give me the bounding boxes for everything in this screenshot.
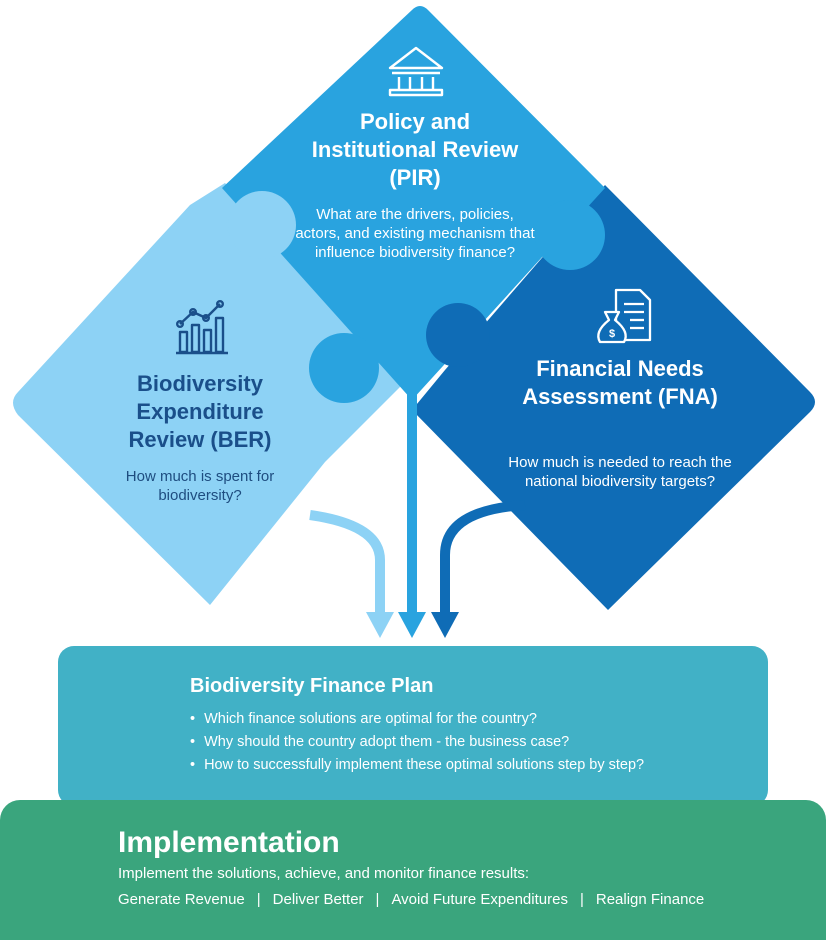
pir-puzzle-tab-right <box>535 200 605 270</box>
fna-arrow-line <box>440 500 526 615</box>
finance-plan-bullet: Which finance solutions are optimal for … <box>190 708 644 731</box>
ber-arrow-line <box>309 510 385 615</box>
action-separator: | <box>375 891 380 908</box>
fna-question: How much is needed to reach the national… <box>508 454 732 490</box>
finance-plan-bullet: Why should the country adopt them - the … <box>190 731 644 754</box>
pir-puzzle-tab-left <box>309 333 379 403</box>
svg-text:$: $ <box>609 328 615 340</box>
action-realign-finance: Realign Finance <box>595 891 705 908</box>
action-generate-revenue: Generate Revenue <box>118 891 245 908</box>
ber-question: How much is spent for biodiversity? <box>125 468 275 504</box>
action-deliver-better: Deliver Better <box>272 891 364 908</box>
pir-puzzle-piece <box>222 6 605 400</box>
implementation-subtitle: Implement the solutions, achieve, and mo… <box>118 865 530 882</box>
ber-puzzle-tab-top <box>228 191 296 259</box>
implementation-panel <box>0 800 826 940</box>
fna-arrowhead <box>431 612 459 638</box>
action-separator: | <box>256 891 261 908</box>
pir-arrowhead <box>398 612 426 638</box>
pir-title: Policy and Institutional Review (PIR) <box>311 109 519 190</box>
fna-title: Financial Needs Assessment (FNA) <box>522 356 718 409</box>
implementation-actions: Generate Revenue | Deliver Better | Avoid Fu… <box>118 890 704 910</box>
fna-puzzle-tab <box>426 303 490 367</box>
finance-plan-bullet: How to successfully implement these opti… <box>190 754 644 777</box>
finance-plan-title: Biodiversity Finance Plan <box>190 675 434 697</box>
ber-title: Biodiversity Expenditure Review (BER) <box>128 371 272 452</box>
finance-plan-bullets: Which finance solutions are optimal for … <box>190 708 644 777</box>
money-bag-document-icon: $ <box>597 288 652 344</box>
bank-icon <box>388 46 444 97</box>
pir-question: What are the drivers, policies, actors, … <box>295 206 535 261</box>
action-separator: | <box>579 891 584 908</box>
implementation-title: Implementation <box>118 826 340 859</box>
action-avoid-future-expenditures: Avoid Future Expenditures <box>391 891 568 908</box>
ber-arrowhead <box>366 612 394 638</box>
chart-growth-icon <box>175 300 228 355</box>
